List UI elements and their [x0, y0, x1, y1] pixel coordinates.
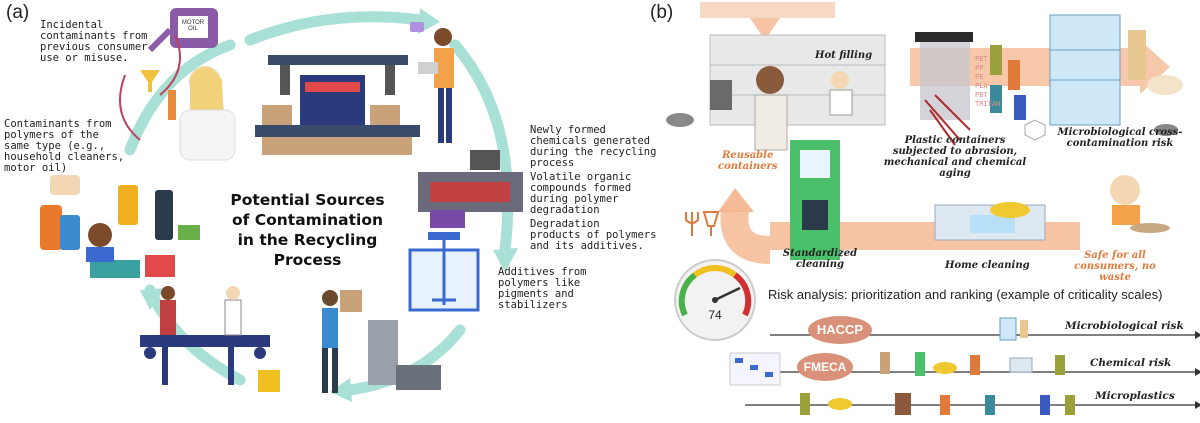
note-degradation: Degradation products of polymers and its… [530, 218, 657, 252]
food-contact-icon [685, 211, 720, 236]
haccp-badge: HACCP [816, 322, 864, 337]
row-icon-jar [880, 352, 890, 374]
child-eating [1110, 175, 1170, 233]
mixing-tank [408, 232, 480, 312]
step-plastic-containers: Plastic containers subjected to abrasion… [883, 135, 1027, 179]
flowchart-thumbnail [729, 352, 781, 386]
row-icon-bottle-5 [940, 395, 950, 415]
note-incidental-contaminants: Incidental contaminants from previous co… [40, 19, 148, 64]
row-icon-kiosk [915, 352, 925, 376]
home-sink [934, 202, 1046, 241]
row-icon-bottle [1020, 320, 1028, 338]
row-icon-sink [1009, 357, 1033, 373]
cleaning-kiosk [790, 140, 840, 260]
row-icon-bottle-3 [1055, 355, 1065, 375]
bottle-blue [1014, 95, 1026, 120]
row-icon-bottle-8 [1065, 395, 1075, 415]
row-label-chemical: Chemical risk [1090, 357, 1172, 369]
row-icon-fridge [999, 317, 1017, 341]
gauge-value: 74 [708, 308, 722, 322]
panel-b-label: (b) [650, 2, 674, 23]
row-icon-bottle-7 [1040, 395, 1050, 415]
molecule-icon [1024, 119, 1046, 141]
drinking-woman [168, 66, 236, 161]
bottle-green [990, 45, 1002, 75]
center-title: Potential Sources of Contamination in th… [230, 191, 385, 269]
cycle-arrowhead-3 [330, 378, 352, 402]
row-icon-bottle-4 [800, 393, 810, 415]
step-standardized-cleaning: Standardized cleaning [782, 248, 858, 270]
red-cycle-arrow [119, 74, 141, 141]
step-hot-filling: Hot filling [815, 50, 873, 61]
risk-analysis-title: Risk analysis: prioritization and rankin… [768, 287, 1163, 302]
panel-b-illustration [666, 2, 1200, 415]
step-home-cleaning: Home cleaning [945, 260, 1030, 271]
plastic-pitcher [915, 32, 973, 146]
hot-filling-cook [829, 71, 853, 116]
cleaning-products [40, 175, 200, 278]
row-icon-glove-2 [828, 398, 852, 410]
row-icon-bottle-2 [970, 355, 980, 375]
row-icon-bottle-6 [985, 395, 995, 415]
refrigerator [1049, 14, 1121, 126]
motor-oil-label: MOTOR OIL [181, 20, 205, 32]
funnel [140, 70, 160, 92]
top-product-strip [700, 2, 835, 18]
woman-with-laptop [410, 22, 454, 143]
motor-oil-jug [147, 8, 218, 53]
step-safe-consumers: Safe for all consumers, no waste [1074, 250, 1156, 283]
bottle-orange [1008, 60, 1020, 90]
note-new-chemicals: Newly formed chemicals generated during … [530, 124, 657, 169]
row-label-microbiological: Microbiological risk [1065, 320, 1184, 332]
fridge-bottle [1128, 30, 1146, 80]
panel-a-label: (a) [6, 2, 30, 23]
criticality-gauge [674, 259, 756, 341]
panel-a-illustration [40, 8, 523, 402]
note-voc: Volatile organic compounds formed during… [530, 171, 632, 216]
man-with-shredder [322, 290, 441, 393]
glove [1147, 75, 1183, 95]
woman-with-jar [710, 66, 788, 151]
cycle-arrowhead-4 [140, 288, 165, 310]
store-shelf [709, 34, 886, 126]
row-icon-glove [933, 362, 957, 374]
sorting-conveyor [140, 286, 280, 392]
note-same-type-contaminants: Contaminants from polymers of the same t… [4, 118, 125, 174]
cycle-arrowhead-2 [493, 248, 518, 272]
top-flow-arrowhead [1140, 40, 1170, 94]
row-icon-woman [895, 393, 911, 415]
haccp-badge-bg [808, 316, 872, 344]
step-reusable-containers: Reusable containers [718, 150, 778, 172]
note-additives: Additives from polymers like pigments an… [498, 266, 587, 311]
fmeca-badge: FMECA [803, 360, 847, 374]
bottle-teal [990, 85, 1002, 113]
step-microbiological: Microbiological cross- contamination ris… [1057, 127, 1183, 149]
bacteria-icon-2 [1154, 124, 1178, 136]
bacteria-icon [666, 113, 694, 127]
bottling-machine [255, 55, 420, 155]
row-label-microplastics: Microplastics [1095, 390, 1175, 402]
polymer-list: PET PP PE PLA PBT TRITAN [975, 55, 1001, 108]
uturn-arrow [720, 208, 771, 264]
extruder [418, 150, 523, 228]
fmeca-badge-bg [797, 353, 853, 381]
